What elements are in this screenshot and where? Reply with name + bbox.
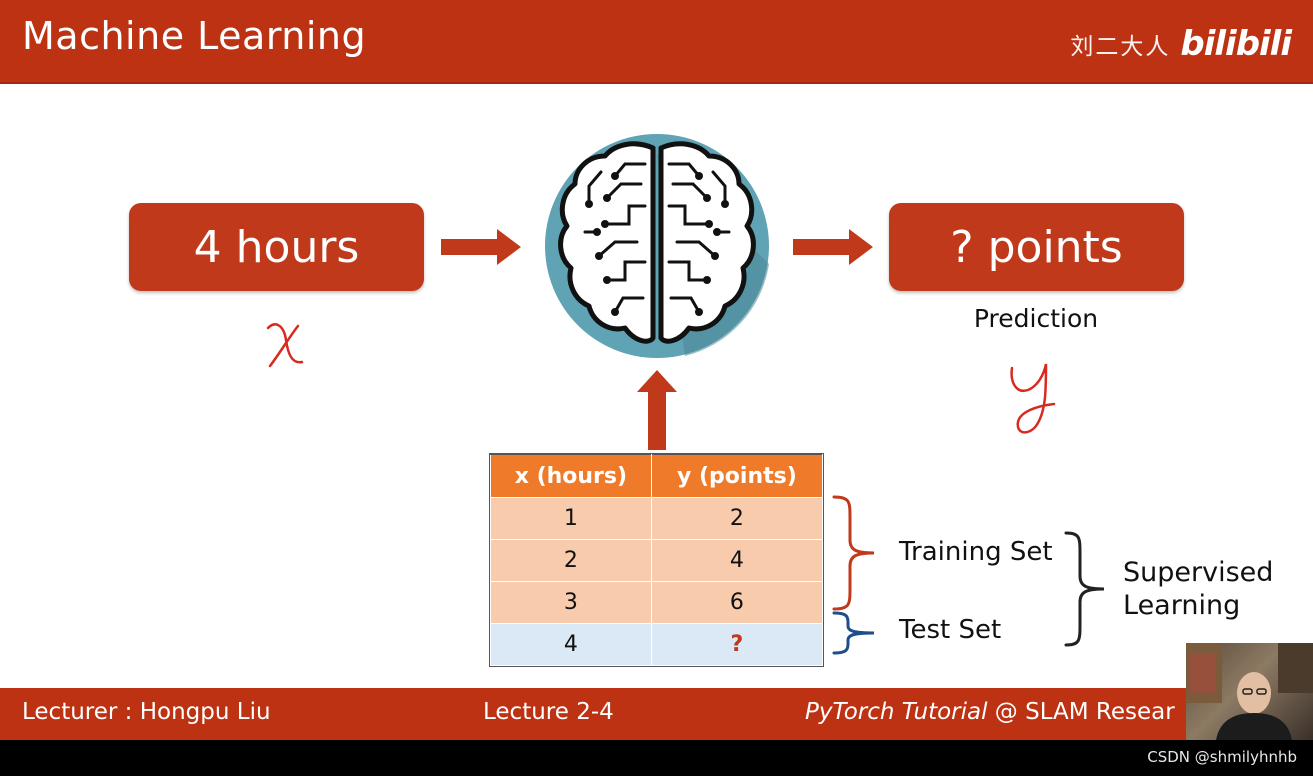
column-header-y: y (points) bbox=[650, 454, 824, 498]
supervised-brace-icon bbox=[1064, 531, 1105, 647]
slide: Machine Learning 刘二大人 bilibili 4 hours bbox=[0, 0, 1313, 740]
cell-x: 1 bbox=[490, 497, 652, 540]
test-set-brace-icon bbox=[832, 611, 875, 655]
bilibili-logo: bilibili bbox=[1180, 24, 1292, 64]
presenter-avatar-icon bbox=[1186, 643, 1313, 740]
column-header-x: x (hours) bbox=[490, 454, 652, 498]
handwritten-y bbox=[1010, 363, 1056, 434]
output-box: ? points bbox=[889, 203, 1184, 291]
supervised-label-line2: Learning bbox=[1123, 590, 1241, 621]
supervised-learning-label: Supervised Learning bbox=[1123, 556, 1273, 622]
cell-y: 6 bbox=[650, 581, 824, 624]
slide-title: Machine Learning bbox=[22, 14, 367, 58]
brand: 刘二大人 bilibili bbox=[1070, 24, 1292, 64]
right-arrow-icon bbox=[793, 229, 873, 265]
test-set-label: Test Set bbox=[899, 615, 1002, 645]
cell-x: 3 bbox=[490, 581, 652, 624]
brand-name: 刘二大人 bbox=[1070, 34, 1171, 60]
table-row: 2 4 bbox=[490, 539, 824, 582]
footer-lecturer: Lecturer : Hongpu Liu bbox=[22, 699, 271, 725]
slide-footer: Lecturer : Hongpu Liu Lecture 2-4 PyTorc… bbox=[0, 688, 1313, 740]
cell-x: 2 bbox=[490, 539, 652, 582]
table-row: 1 2 bbox=[490, 497, 824, 540]
brain-circuit-icon bbox=[545, 134, 769, 358]
right-arrow-icon bbox=[441, 229, 521, 265]
supervised-label-line1: Supervised bbox=[1123, 557, 1274, 588]
input-box: 4 hours bbox=[129, 203, 424, 291]
cell-y: 2 bbox=[650, 497, 824, 540]
up-arrow-icon bbox=[637, 370, 677, 450]
slide-header: Machine Learning 刘二大人 bilibili bbox=[0, 0, 1313, 84]
handwritten-x bbox=[266, 323, 304, 368]
footer-lecture-number: Lecture 2-4 bbox=[483, 699, 614, 725]
training-set-brace-icon bbox=[832, 495, 875, 611]
training-set-label: Training Set bbox=[899, 537, 1053, 567]
footer-course-italic: PyTorch Tutorial bbox=[805, 699, 988, 725]
cell-y: 4 bbox=[650, 539, 824, 582]
footer-course: PyTorch Tutorial @ SLAM Resear bbox=[805, 699, 1175, 725]
dataset-table: x (hours) y (points) 1 2 2 4 3 6 4 ? bbox=[489, 453, 824, 667]
prediction-label: Prediction bbox=[973, 304, 1099, 333]
csdn-watermark: CSDN @shmilyhnhb bbox=[1147, 748, 1297, 766]
cell-x: 4 bbox=[490, 623, 652, 666]
webcam-overlay bbox=[1186, 643, 1313, 740]
table-row: 3 6 bbox=[490, 581, 824, 624]
table-header-row: x (hours) y (points) bbox=[490, 454, 824, 498]
footer-course-rest: @ SLAM Resear bbox=[987, 699, 1175, 725]
cell-y-unknown: ? bbox=[650, 623, 824, 666]
table-row: 4 ? bbox=[490, 623, 824, 666]
